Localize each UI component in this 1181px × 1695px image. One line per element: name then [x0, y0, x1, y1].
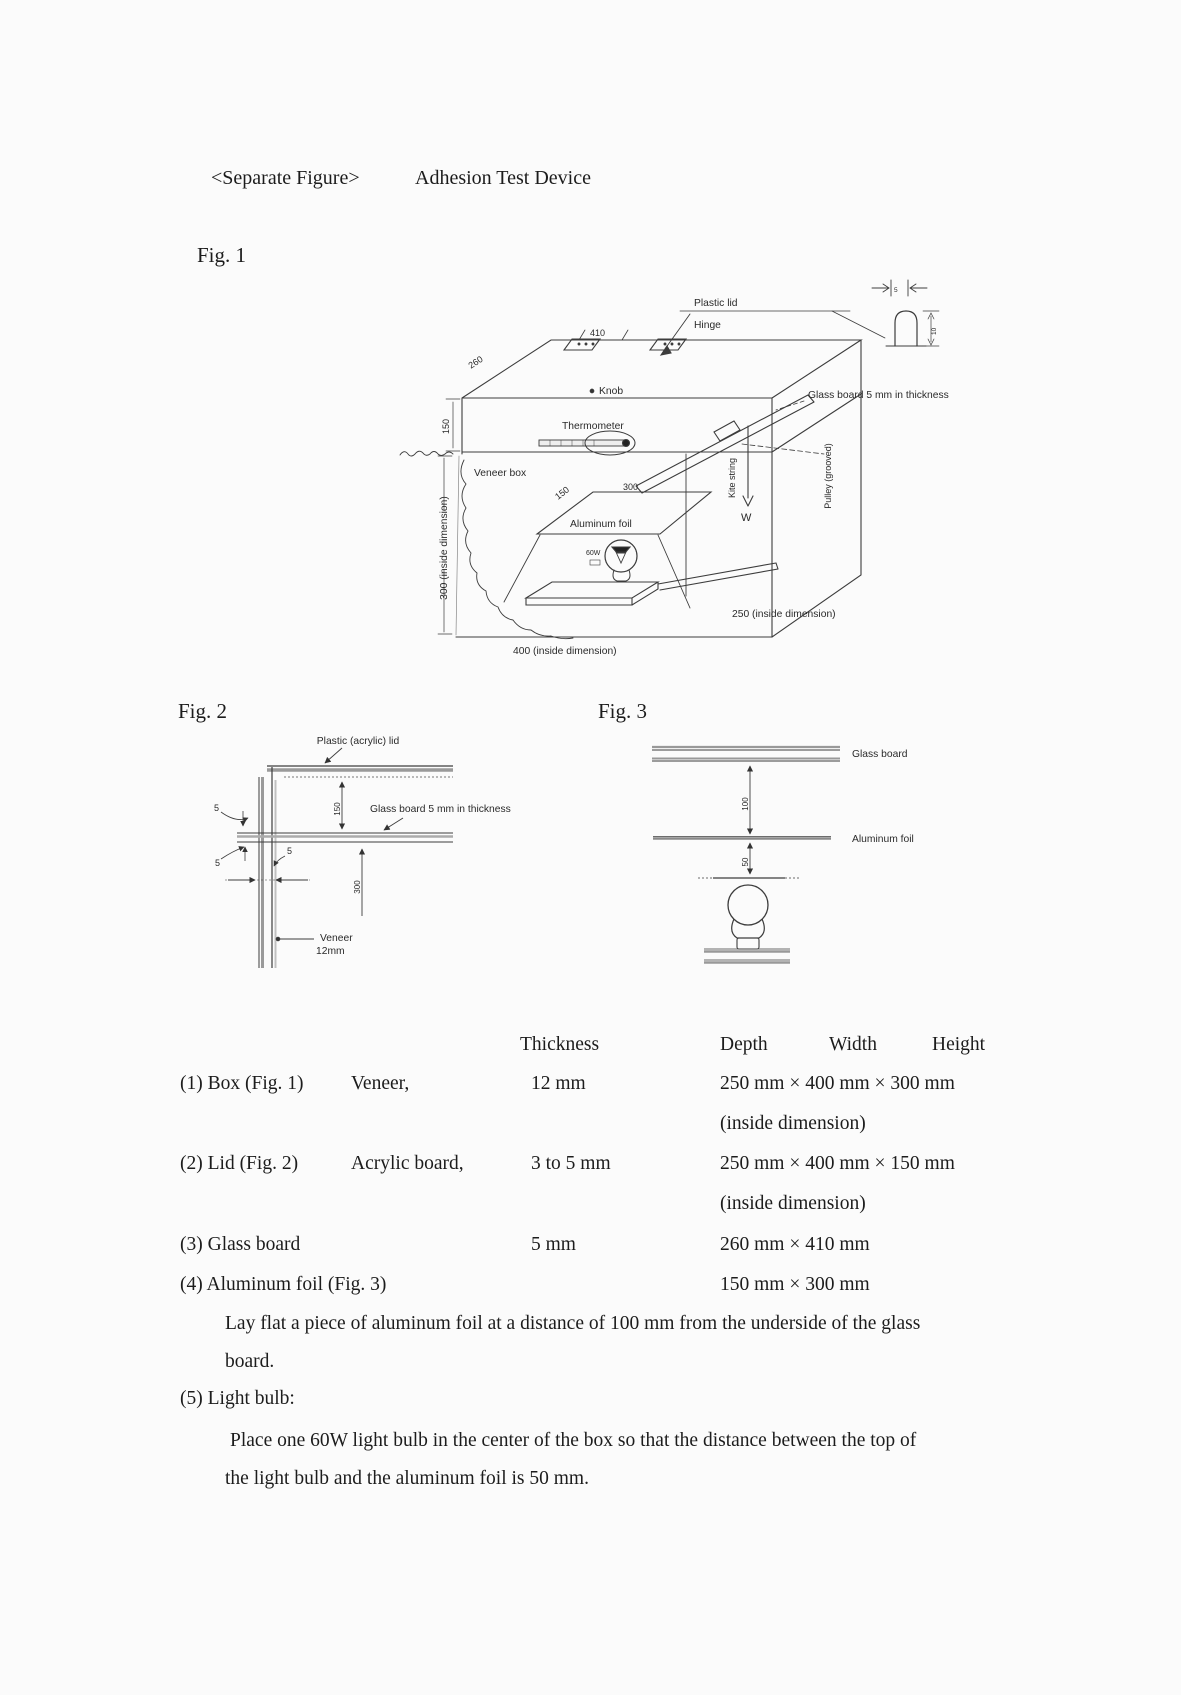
pulley-shape: [713, 420, 741, 442]
aluminum-foil-label: Aluminum foil: [852, 834, 914, 845]
dim-150: 150: [333, 802, 342, 816]
torn-edge: [399, 450, 454, 457]
fig1-diagram: Plastic lid Hinge 410 260 150 Knob Therm…: [399, 279, 949, 657]
col-header-height: Height: [932, 1034, 986, 1055]
foil-shape: [535, 491, 713, 535]
hinge-label: Hinge: [694, 320, 721, 331]
fig2-caption: Fig. 2: [178, 699, 228, 723]
bulb-board: [524, 581, 660, 599]
document-title: Adhesion Test Device: [415, 167, 591, 189]
bulb-watt-label: 60W: [586, 550, 601, 557]
knob-detail-dim-arrows: [871, 279, 928, 297]
glass-board-lines: [237, 832, 453, 843]
base-lines: [704, 948, 790, 961]
bulb-note-line: the light bulb and the aluminum foil is …: [225, 1468, 589, 1489]
thermometer-bulb: [621, 438, 631, 448]
aluminum-foil-label: Aluminum foil: [570, 519, 632, 530]
fig1-caption: Fig. 1: [197, 243, 247, 267]
dim-50: 50: [741, 857, 750, 866]
glass-board-label: Glass board: [852, 749, 908, 760]
weight-label: W: [741, 512, 752, 524]
hinge-left-shape: [562, 338, 602, 351]
spec-note: (inside dimension): [720, 1193, 866, 1214]
kite-string-line: [742, 425, 754, 507]
col-header-depth: Depth: [720, 1034, 768, 1055]
bulb-shape: [604, 539, 638, 573]
plastic-lid-label: Plastic lid: [694, 298, 738, 309]
spec-thickness: 5 mm: [531, 1234, 576, 1255]
spec-item: (2) Lid (Fig. 2): [180, 1153, 299, 1174]
foil-note-line: Lay flat a piece of aluminum foil at a d…: [225, 1313, 921, 1334]
bulb-note-line: Place one 60W light bulb in the center o…: [230, 1430, 917, 1451]
spec-dimensions: 250 mm × 400 mm × 300 mm: [720, 1073, 955, 1094]
hinge-right-shape: [648, 338, 688, 351]
cutaway-scallop: [460, 459, 574, 640]
glass-board-shape: [635, 394, 815, 494]
veneer-box-label: Veneer box: [474, 468, 527, 479]
spec-dimensions: 250 mm × 400 mm × 150 mm: [720, 1153, 955, 1174]
dim-400-inside: 400 (inside dimension): [513, 646, 617, 657]
dim-250-inside: 250 (inside dimension): [732, 609, 836, 620]
spec-dimensions: 150 mm × 300 mm: [720, 1274, 870, 1295]
light-bulb-heading: (5) Light bulb:: [180, 1388, 295, 1409]
dim-300: 300: [353, 880, 362, 894]
knob-detail-width: 5: [894, 287, 898, 294]
knob-detail-dome: [894, 310, 918, 347]
spec-item: (3) Glass board: [180, 1234, 301, 1255]
title-tag: <Separate Figure>: [211, 167, 360, 189]
knob-detail-leader: [831, 310, 886, 339]
spec-dimensions: 260 mm × 410 mm: [720, 1234, 870, 1255]
spec-thickness: 3 to 5 mm: [531, 1153, 611, 1174]
dim-260: 260: [467, 354, 485, 371]
knob-label: Knob: [599, 386, 623, 397]
gap-top-label: 5: [214, 803, 219, 813]
box-outline: [455, 339, 863, 638]
bulb-shape: [727, 884, 769, 926]
veneer-thickness-label: 12mm: [316, 946, 345, 957]
dim-300-inside: 300 (inside dimension): [439, 496, 450, 600]
knob-dot: [589, 388, 595, 394]
gap-wall-label: 5: [287, 846, 292, 856]
gap-bottom-label: 5: [215, 858, 220, 868]
thermometer-label: Thermometer: [562, 421, 624, 432]
kite-string-label: Kite string: [727, 458, 737, 498]
dim-150-lid: 150: [441, 419, 451, 434]
veneer-label: Veneer: [320, 933, 353, 944]
col-header-thickness: Thickness: [520, 1034, 600, 1055]
glass-board-label: Glass board 5 mm in thickness: [808, 390, 949, 401]
knob-detail-height: 10: [931, 327, 938, 335]
spec-thickness: 12 mm: [531, 1073, 586, 1094]
thermometer-loop: [584, 430, 636, 456]
pulley-label: Pulley (grooved): [823, 443, 833, 509]
hinge-leader-arrowhead: [659, 344, 672, 356]
dim-300-foil: 300: [623, 482, 638, 492]
spec-material: Veneer,: [351, 1073, 410, 1094]
dim-410: 410: [590, 328, 605, 338]
fig3-caption: Fig. 3: [598, 699, 648, 723]
acrylic-lid-label: Plastic (acrylic) lid: [317, 736, 400, 747]
spec-item: (1) Box (Fig. 1): [180, 1073, 304, 1094]
col-header-width: Width: [829, 1034, 877, 1055]
spec-material: Acrylic board,: [351, 1153, 464, 1174]
glass-board-label: Glass board 5 mm in thickness: [370, 804, 511, 815]
spec-item: (4) Aluminum foil (Fig. 3): [180, 1274, 387, 1295]
dim-150-foil: 150: [553, 484, 571, 501]
fig3-diagram: Glass board Aluminum foil 100 50: [652, 745, 914, 964]
foil-note-line: board.: [225, 1351, 275, 1372]
spec-note: (inside dimension): [720, 1113, 866, 1134]
fig2-diagram: Plastic (acrylic) lid Glass board 5 mm i…: [214, 736, 511, 968]
dim-100: 100: [741, 797, 750, 811]
